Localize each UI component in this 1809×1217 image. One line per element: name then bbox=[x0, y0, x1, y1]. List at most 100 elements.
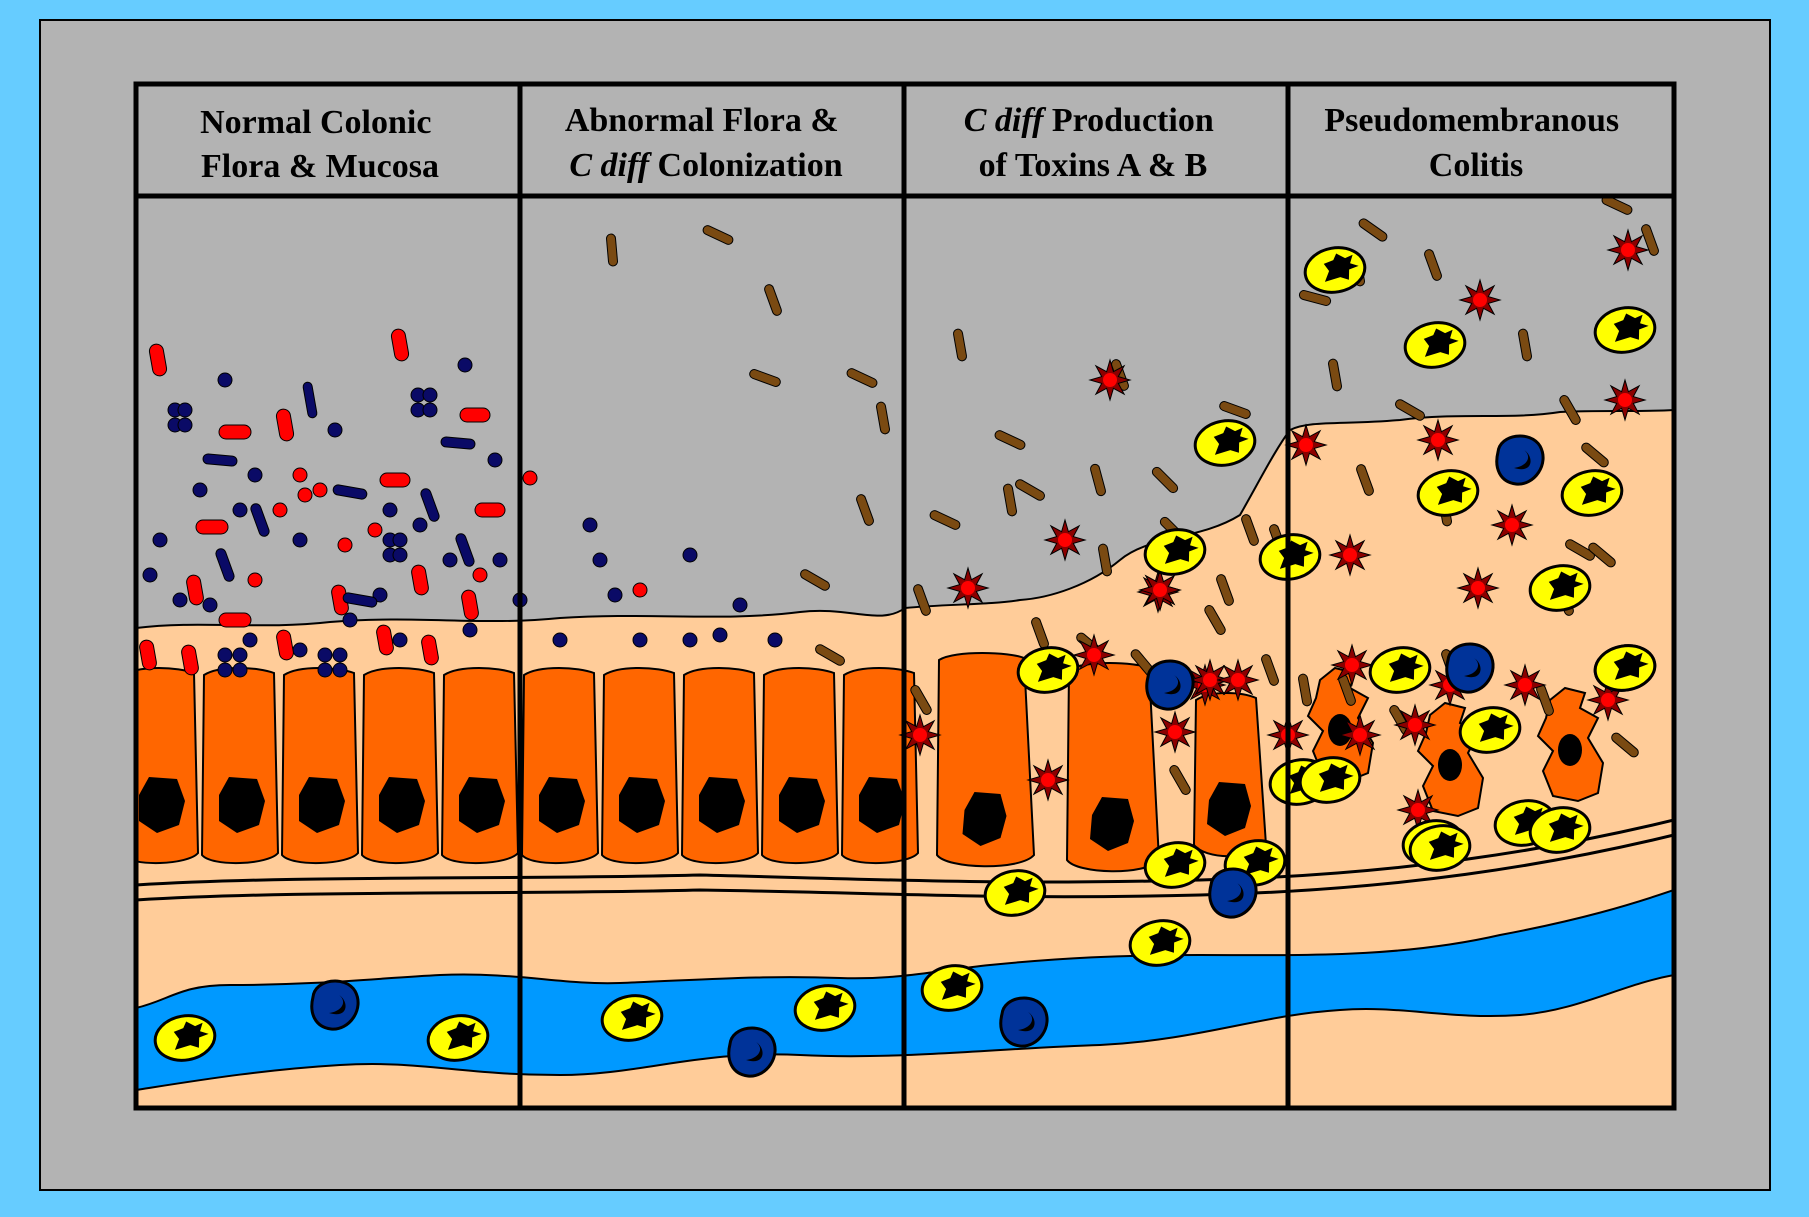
epithelial-cell bbox=[442, 668, 518, 863]
toxin-core bbox=[1299, 438, 1313, 452]
toxin-core bbox=[1618, 393, 1632, 407]
coccus-icon bbox=[328, 423, 342, 437]
coccus-icon bbox=[233, 503, 247, 517]
coccus-icon bbox=[298, 488, 312, 502]
toxin-core bbox=[1431, 433, 1445, 447]
epithelial-cell bbox=[842, 668, 918, 863]
toxin-core bbox=[1471, 581, 1485, 595]
coccus-icon bbox=[713, 628, 727, 642]
coccus-icon bbox=[333, 648, 347, 662]
cell-nucleus bbox=[859, 777, 905, 833]
toxin-core bbox=[1231, 673, 1245, 687]
coccus-icon bbox=[218, 663, 232, 677]
coccus-icon bbox=[583, 518, 597, 532]
coccus-icon bbox=[383, 503, 397, 517]
coccus-icon bbox=[493, 553, 507, 567]
coccus-icon bbox=[178, 403, 192, 417]
toxin-core bbox=[961, 581, 975, 595]
coccus-icon bbox=[248, 468, 262, 482]
toxin-core bbox=[1353, 728, 1367, 742]
lymphocyte-icon bbox=[1447, 644, 1493, 692]
cell-nucleus bbox=[539, 777, 585, 833]
toxin-core bbox=[1345, 658, 1359, 672]
coccus-icon bbox=[608, 588, 622, 602]
cell-nucleus bbox=[779, 777, 825, 833]
toxin-core bbox=[1203, 673, 1217, 687]
coccus-icon bbox=[683, 633, 697, 647]
toxin-core bbox=[913, 728, 927, 742]
coccus-icon bbox=[203, 598, 217, 612]
coccus-icon bbox=[178, 418, 192, 432]
epithelial-cell bbox=[762, 668, 838, 863]
toxin-core bbox=[1168, 725, 1182, 739]
coccus-icon bbox=[768, 633, 782, 647]
lymphocyte-icon bbox=[1001, 998, 1047, 1046]
epithelial-cell bbox=[522, 668, 598, 863]
coccus-icon bbox=[458, 358, 472, 372]
coccus-icon bbox=[218, 373, 232, 387]
toxin-core bbox=[1408, 718, 1422, 732]
lymphocyte-icon bbox=[1210, 869, 1256, 917]
coccus-icon bbox=[273, 503, 287, 517]
coccus-icon bbox=[343, 613, 357, 627]
coccus-icon bbox=[423, 388, 437, 402]
coccus-icon bbox=[153, 533, 167, 547]
coccus-icon bbox=[463, 623, 477, 637]
toxin-core bbox=[1601, 693, 1615, 707]
coccus-icon bbox=[523, 471, 537, 485]
cell-nucleus bbox=[699, 777, 745, 833]
toxin-core bbox=[1058, 533, 1072, 547]
coccus-icon bbox=[393, 548, 407, 562]
coccus-icon bbox=[233, 648, 247, 662]
coccus-icon bbox=[243, 633, 257, 647]
toxin-core bbox=[1041, 773, 1055, 787]
cell-nucleus bbox=[1438, 749, 1462, 781]
coccus-icon bbox=[473, 568, 487, 582]
lymphocyte-icon bbox=[729, 1028, 775, 1076]
cell-nucleus bbox=[1558, 734, 1582, 766]
coccus-icon bbox=[313, 483, 327, 497]
coccus-icon bbox=[248, 573, 262, 587]
bacteria-rod-icon bbox=[475, 503, 505, 517]
coccus-icon bbox=[633, 583, 647, 597]
cell-nucleus bbox=[139, 777, 185, 833]
bacteria-rod-icon bbox=[219, 425, 251, 439]
epithelial-cell bbox=[282, 668, 358, 863]
coccus-icon bbox=[413, 518, 427, 532]
coccus-icon bbox=[333, 663, 347, 677]
coccus-icon bbox=[683, 548, 697, 562]
coccus-icon bbox=[193, 483, 207, 497]
coccus-icon bbox=[423, 403, 437, 417]
bacteria-rod-icon bbox=[460, 408, 490, 422]
coccus-icon bbox=[293, 643, 307, 657]
coccus-icon bbox=[393, 633, 407, 647]
bacteria-rod-icon bbox=[196, 520, 228, 534]
coccus-icon bbox=[173, 593, 187, 607]
lymphocyte-icon bbox=[1497, 436, 1543, 484]
coccus-icon bbox=[338, 538, 352, 552]
epithelial-cell bbox=[602, 668, 678, 863]
toxin-core bbox=[1153, 583, 1167, 597]
coccus-icon bbox=[443, 553, 457, 567]
toxin-core bbox=[1087, 648, 1101, 662]
coccus-icon bbox=[233, 663, 247, 677]
toxin-core bbox=[1505, 518, 1519, 532]
coccus-icon bbox=[633, 633, 647, 647]
bacteria-rod-icon bbox=[219, 613, 251, 627]
coccus-icon bbox=[293, 468, 307, 482]
coccus-icon bbox=[393, 533, 407, 547]
cell-nucleus bbox=[299, 777, 345, 833]
toxin-core bbox=[1473, 293, 1487, 307]
lymphocyte-icon bbox=[1147, 661, 1193, 709]
cell-nucleus bbox=[1328, 714, 1352, 746]
coccus-icon bbox=[293, 533, 307, 547]
cell-nucleus bbox=[459, 777, 505, 833]
coccus-icon bbox=[488, 453, 502, 467]
bacteria-rod-icon bbox=[380, 473, 410, 487]
tissue-cross-section bbox=[122, 194, 1674, 1108]
epithelial-cell bbox=[202, 668, 278, 863]
cell-nucleus bbox=[219, 777, 265, 833]
toxin-core bbox=[1621, 243, 1635, 257]
coccus-icon bbox=[733, 598, 747, 612]
